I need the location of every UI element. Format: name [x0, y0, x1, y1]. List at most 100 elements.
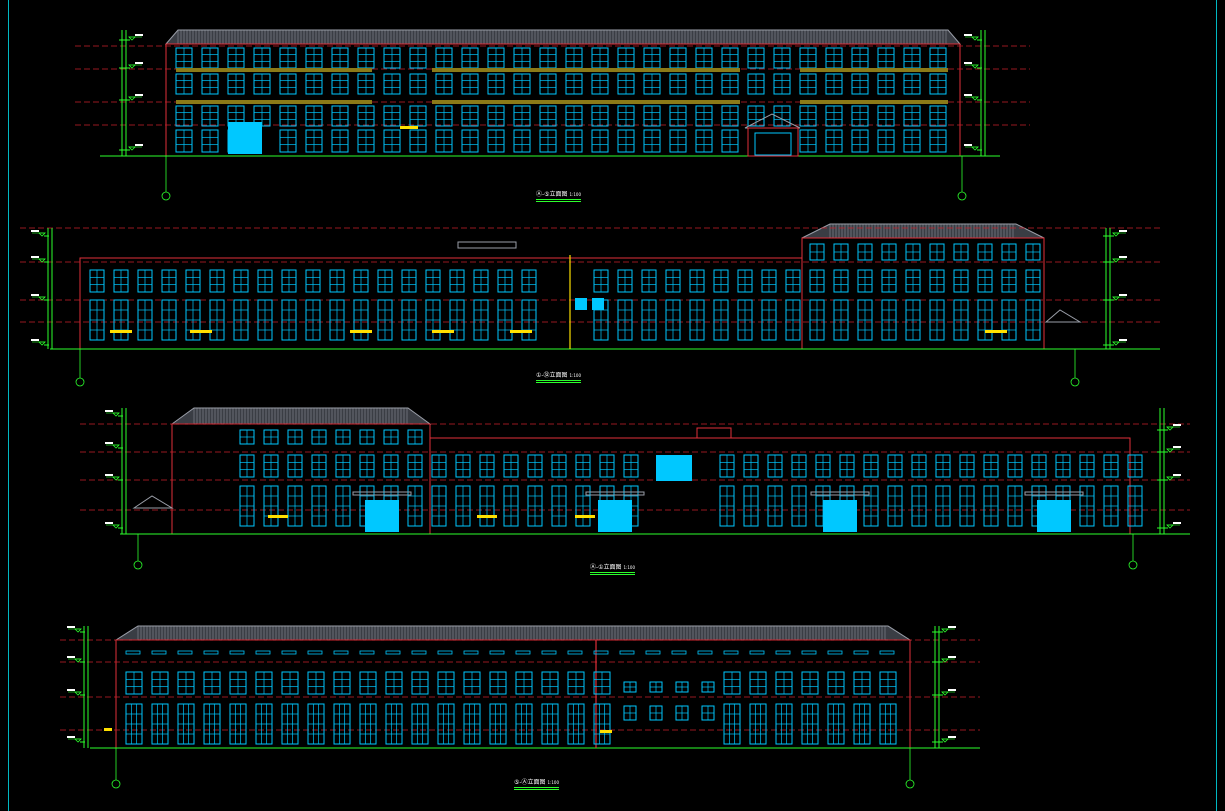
elevation-e3	[80, 407, 1190, 570]
clerestory-window	[307, 650, 323, 655]
canopy	[350, 330, 372, 333]
canopy	[110, 330, 132, 333]
elevation-scale-text: 1:100	[569, 192, 581, 197]
level-value-mark	[948, 626, 956, 628]
facade-band	[800, 68, 948, 72]
panel	[575, 298, 587, 310]
level-value-mark	[105, 522, 113, 524]
facade-outline-low	[79, 257, 803, 350]
entrance-door	[228, 122, 262, 154]
facade-band	[176, 68, 372, 72]
door-canopy	[1024, 491, 1084, 496]
garage-door	[823, 500, 857, 532]
elevation-e1	[75, 29, 1030, 201]
level-value-mark	[31, 256, 39, 258]
level-value-mark	[67, 736, 75, 738]
clerestory-window	[255, 650, 271, 655]
canopy	[575, 515, 595, 518]
level-value-mark	[964, 34, 972, 36]
level-value-mark	[135, 62, 143, 64]
clerestory-window	[359, 650, 375, 655]
door-canopy	[352, 491, 412, 496]
clerestory-window	[619, 650, 635, 655]
level-value-mark	[105, 410, 113, 412]
clerestory-window	[645, 650, 661, 655]
elevation-title-e3: Ⓐ-①立面图 1:100	[590, 562, 635, 575]
clerestory-window	[541, 650, 557, 655]
elevation-title-e1: Ⓐ-⑤立面图 1:100	[536, 189, 581, 202]
level-value-mark	[1173, 446, 1181, 448]
level-value-mark	[135, 144, 143, 146]
axis-bubble	[75, 377, 85, 387]
clerestory-window	[567, 650, 583, 655]
canopy	[510, 330, 532, 333]
canopy	[600, 730, 612, 733]
level-value-mark	[1119, 339, 1127, 341]
axis-bubble	[1070, 377, 1080, 387]
clerestory-window	[203, 650, 219, 655]
facade-band	[432, 100, 740, 104]
clerestory-window	[437, 650, 453, 655]
clerestory-window	[671, 650, 687, 655]
side-canopy	[1044, 309, 1082, 323]
level-value-mark	[1119, 294, 1127, 296]
elevation-scale-text: 1:100	[547, 780, 559, 785]
roof-box	[696, 427, 732, 439]
level-value-mark	[948, 736, 956, 738]
level-value-mark	[948, 689, 956, 691]
panel	[592, 298, 604, 310]
clerestory-window	[723, 650, 739, 655]
panel	[656, 455, 692, 481]
elevation-title-e2: ①-㉜立面图 1:100	[536, 370, 581, 383]
clerestory-window	[229, 650, 245, 655]
axis-bubble	[133, 560, 143, 570]
level-value-mark	[1173, 522, 1181, 524]
clerestory-window	[411, 650, 427, 655]
level-value-mark	[964, 144, 972, 146]
elevation-title-text: ⑤-Ⓐ立面图	[514, 779, 546, 786]
elevation-title-text: Ⓐ-⑤立面图	[536, 191, 568, 198]
level-value-mark	[67, 656, 75, 658]
entrance-glazing	[754, 132, 792, 156]
canopy	[985, 330, 1007, 333]
canopy	[104, 728, 112, 731]
axis-bubble	[957, 191, 967, 201]
clerestory-window	[385, 650, 401, 655]
elevation-title-text: ①-㉜立面图	[536, 372, 568, 379]
side-canopy	[132, 495, 174, 509]
level-value-mark	[1119, 256, 1127, 258]
axis-bubble	[1128, 560, 1138, 570]
level-value-mark	[1173, 424, 1181, 426]
door-canopy	[585, 491, 645, 496]
clerestory-window	[281, 650, 297, 655]
facade-band	[432, 68, 740, 72]
clerestory-window	[151, 650, 167, 655]
level-value-mark	[105, 442, 113, 444]
roof-parapet	[457, 241, 517, 249]
level-value-mark	[31, 230, 39, 232]
elevation-scale-text: 1:100	[569, 373, 581, 378]
clerestory-window	[489, 650, 505, 655]
canopy	[400, 126, 418, 129]
axis-bubble	[111, 779, 121, 789]
hip-roof	[170, 407, 432, 425]
clerestory-window	[333, 650, 349, 655]
clerestory-window	[697, 650, 713, 655]
door-canopy	[810, 491, 870, 496]
clerestory-window	[749, 650, 765, 655]
axis-bubble	[905, 779, 915, 789]
facade-band	[800, 100, 948, 104]
drawing-border-right	[1216, 0, 1217, 811]
clerestory-window	[879, 650, 895, 655]
level-value-mark	[1173, 474, 1181, 476]
axis-bubble	[161, 191, 171, 201]
garage-door	[365, 500, 399, 532]
canopy	[268, 515, 288, 518]
entrance-portico	[747, 127, 799, 157]
level-value-mark	[31, 339, 39, 341]
elevation-e4	[60, 625, 980, 789]
clerestory-window	[463, 650, 479, 655]
clerestory-window	[801, 650, 817, 655]
